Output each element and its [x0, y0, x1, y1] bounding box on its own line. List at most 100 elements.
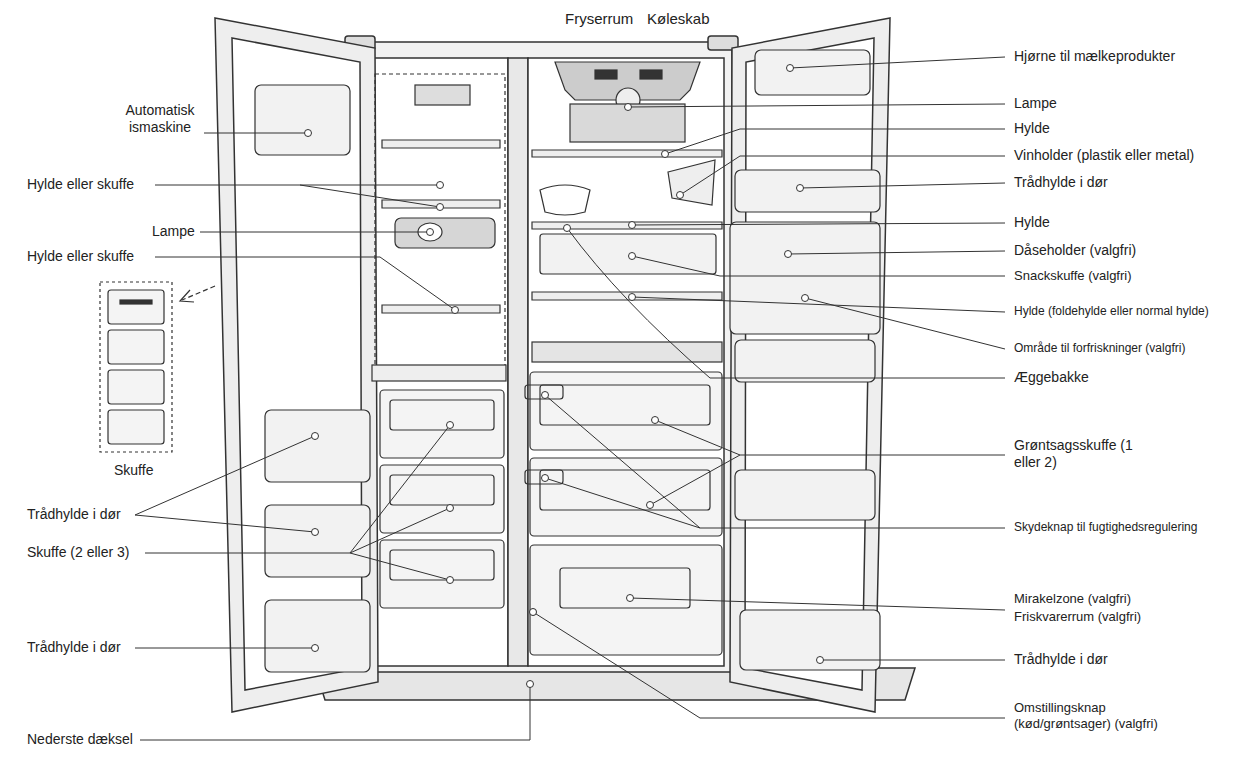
illustration-shape	[375, 74, 505, 376]
illustration-shape	[665, 129, 1005, 154]
illustration-shape	[368, 58, 508, 666]
part-label: Hjørne til mælkeprodukter	[1012, 48, 1177, 65]
illustration-shape	[120, 300, 152, 304]
illustration-shape	[305, 130, 312, 137]
illustration-shape	[560, 568, 690, 608]
illustration-shape	[625, 104, 632, 111]
illustration-shape	[567, 228, 1005, 378]
illustration-shape	[180, 290, 194, 302]
part-label: Hylde eller skuffe	[25, 248, 136, 265]
illustration-shape	[108, 370, 164, 404]
door-bins	[255, 50, 880, 672]
illustration-shape	[530, 372, 722, 450]
part-label: Nederste dæksel	[25, 731, 135, 748]
illustration-shape	[390, 400, 494, 430]
illustration-shape	[452, 307, 459, 314]
illustration-shape	[628, 104, 1005, 107]
illustration-shape	[108, 330, 164, 364]
illustration-shape	[627, 595, 634, 602]
illustration-shape	[155, 257, 455, 310]
part-label: Hylde eller skuffe	[25, 176, 136, 193]
illustration-shape	[135, 436, 315, 532]
illustration-shape	[265, 600, 370, 672]
part-label: Hylde	[1012, 120, 1052, 137]
illustration-shape	[528, 58, 724, 666]
illustration-shape	[647, 502, 654, 509]
illustration-shape	[527, 681, 534, 688]
illustration-shape	[447, 505, 454, 512]
illustration-shape	[677, 192, 684, 199]
illustration-shape	[380, 465, 504, 533]
illustration-shape	[629, 222, 636, 229]
illustration-shape	[788, 251, 1005, 254]
illustration-shape	[755, 50, 870, 95]
illustration-shape	[595, 70, 617, 79]
compartment-heading: Fryserrum	[563, 10, 635, 28]
illustration-shape	[380, 540, 504, 608]
illustration-shape	[380, 390, 504, 458]
illustration-shape	[650, 420, 1005, 505]
illustration-shape	[415, 85, 470, 105]
freezer-parts	[372, 74, 506, 608]
part-label: Område til forfriskninger (valgfri)	[1012, 341, 1187, 355]
part-label: Friskvarerrum (valgfri)	[1012, 609, 1143, 625]
illustration-shape	[447, 422, 454, 429]
fridge-parts	[525, 62, 722, 655]
illustration-shape	[390, 475, 494, 505]
illustration-shape	[629, 294, 636, 301]
illustration-shape	[730, 18, 890, 712]
illustration-shape	[542, 475, 549, 482]
illustration-shape	[730, 222, 880, 334]
illustration-shape	[668, 160, 715, 205]
illustration-shape	[817, 657, 824, 664]
illustration-shape	[145, 425, 450, 580]
illustration-shape	[532, 222, 722, 229]
illustration-shape	[787, 65, 794, 72]
part-label: Trådhylde i dør	[1012, 651, 1110, 668]
illustration-shape	[740, 610, 880, 670]
part-label: Vinholder (plastik eller metal)	[1012, 147, 1196, 164]
drawer-inset	[100, 282, 215, 452]
part-label: Hylde (foldehylde eller normal hylde)	[1012, 304, 1211, 318]
illustration-shape	[140, 684, 530, 740]
illustration-shape	[820, 660, 1005, 661]
part-label: Automatisk ismaskine	[116, 102, 204, 136]
part-label: Lampe	[1012, 95, 1059, 112]
illustration-shape	[570, 104, 685, 142]
illustration-shape	[382, 305, 500, 313]
illustration-shape	[680, 156, 1005, 195]
part-label: Grøntsagsskuffe (1 eller 2)	[1012, 437, 1156, 471]
part-label: Hylde	[1012, 214, 1052, 231]
illustration-shape	[265, 410, 370, 482]
illustration-shape	[785, 251, 792, 258]
illustration-shape	[530, 609, 536, 615]
illustration-shape	[540, 234, 716, 274]
illustration-shape	[629, 253, 636, 260]
illustration-shape	[200, 232, 430, 233]
part-label: Skydeknap til fugtighedsregulering	[1012, 520, 1199, 534]
illustration-shape	[797, 185, 804, 192]
leader-dots	[305, 65, 824, 688]
illustration-shape	[545, 395, 1005, 528]
illustration-shape	[265, 505, 370, 577]
illustration-shape	[312, 433, 319, 440]
illustration-shape	[312, 529, 319, 536]
part-label: Trådhylde i dør	[25, 506, 123, 523]
illustration-shape	[790, 57, 1005, 68]
illustration-shape	[232, 38, 362, 690]
illustration-shape	[533, 612, 1005, 718]
illustration-shape	[100, 282, 172, 452]
part-label: Lampe	[150, 223, 197, 240]
illustration-shape	[630, 598, 1005, 610]
illustration-shape	[525, 385, 563, 399]
part-label: Æggebakke	[1012, 369, 1091, 386]
illustration-shape	[447, 577, 454, 584]
part-label: Trådhylde i dør	[1012, 174, 1110, 191]
illustration-shape	[437, 182, 444, 189]
illustration-shape	[360, 42, 732, 672]
part-label: Skuffe (2 eller 3)	[25, 544, 131, 561]
illustration-shape	[530, 609, 537, 616]
illustration-shape	[427, 229, 434, 236]
illustration-shape	[640, 70, 662, 79]
compartment-heading: Køleskab	[645, 10, 712, 28]
